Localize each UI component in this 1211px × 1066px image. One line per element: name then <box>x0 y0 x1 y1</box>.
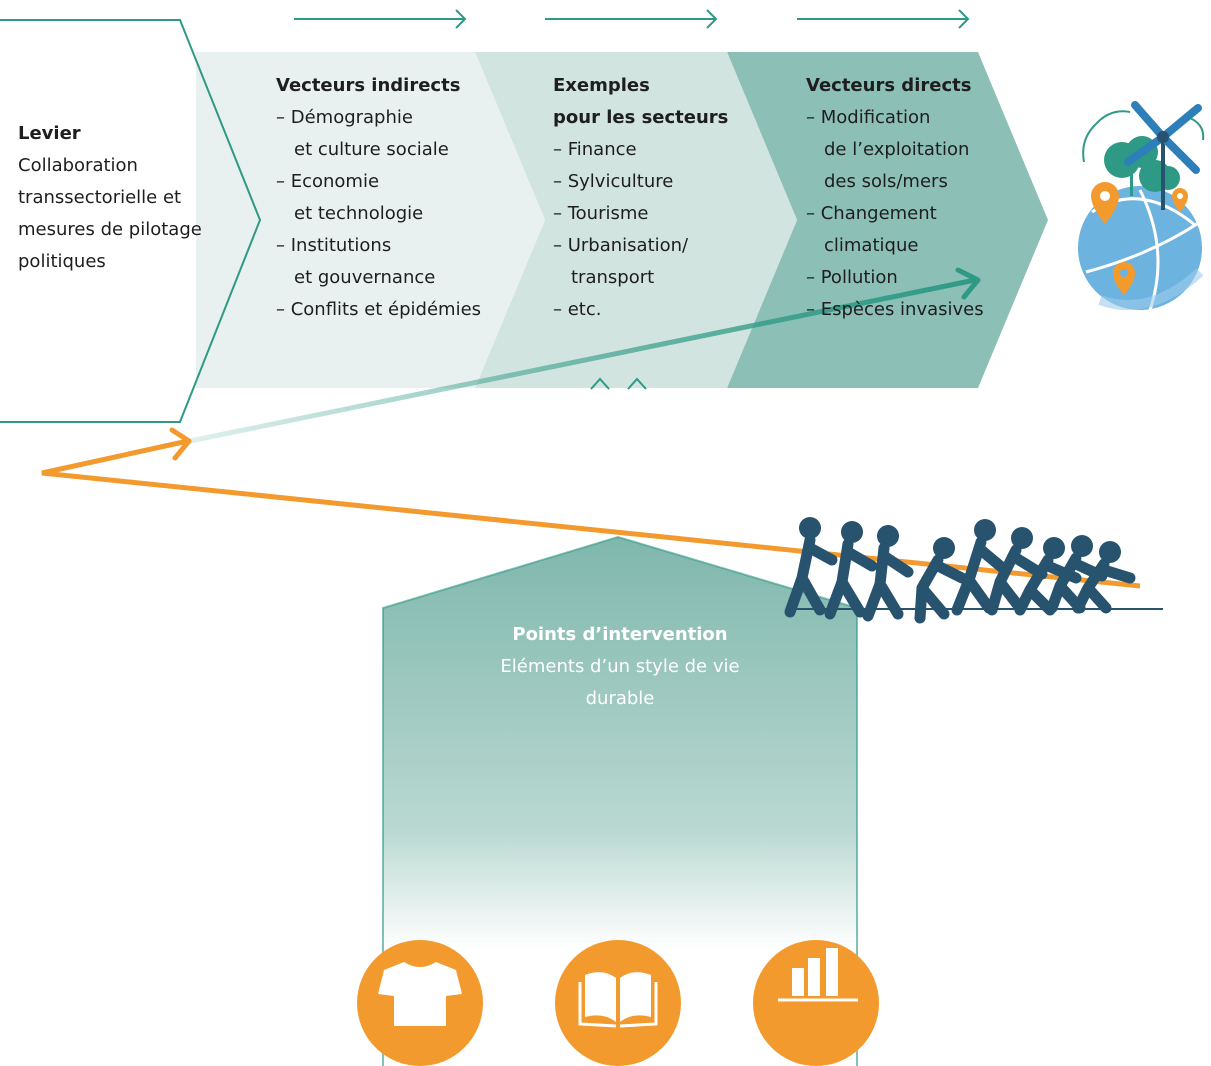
indirect-item: – Economie <box>276 171 380 192</box>
direct-item-cont: des sols/mers <box>824 171 948 192</box>
direct-item: – Modification <box>806 107 931 128</box>
sectors-block: Exemples pour les secteurs – Finance – S… <box>553 70 728 326</box>
sector-item: – Finance <box>553 139 637 160</box>
windmill-icon <box>1082 101 1205 210</box>
indirect-item-cont: et gouvernance <box>294 267 436 288</box>
indirect-drivers-block: Vecteurs indirects – Démographie et cult… <box>276 70 481 326</box>
location-pin-icon <box>1091 182 1188 295</box>
sectors-title-line2: pour les secteurs <box>553 107 729 128</box>
sector-item: – Tourisme <box>553 203 649 224</box>
direct-item-cont: climatique <box>824 235 919 256</box>
sector-item: – Urbanisation/ <box>553 235 689 256</box>
tug-of-war-people-icon <box>784 517 1136 624</box>
indirect-item-cont: et culture sociale <box>294 139 449 160</box>
lever-line: politiques <box>18 251 106 272</box>
indirect-item: – Conflits et épidémies <box>276 299 482 320</box>
intervention-subtitle-line1: Eléments d’un style de vie <box>500 656 740 677</box>
indirect-item: – Institutions <box>276 235 392 256</box>
chevron-direct-drivers <box>727 52 1048 388</box>
chevron-indirect-drivers <box>196 52 545 388</box>
direct-item-cont: de l’exploitation <box>824 139 970 160</box>
indirect-item: – Démographie <box>276 107 413 128</box>
intervention-title: Points d’intervention <box>512 624 728 645</box>
t-shirt-icon <box>357 940 483 1066</box>
sector-item: – etc. <box>553 299 602 320</box>
sector-item-cont: transport <box>571 267 655 288</box>
intervention-house-outline <box>382 535 858 1066</box>
top-arrows <box>294 9 970 29</box>
bar-chart-icon <box>753 940 879 1066</box>
intervention-subtitle-line2: durable <box>585 688 655 709</box>
lever-block: Levier Collaboration transsectorielle et… <box>18 118 202 278</box>
direct-item: – Changement <box>806 203 937 224</box>
lever-outline <box>0 19 262 423</box>
direct-item: – Espèces invasives <box>806 299 984 320</box>
lever-line: Collaboration <box>18 155 138 176</box>
indirect-drivers-title: Vecteurs indirects <box>276 75 461 96</box>
lever-line: mesures de pilotage <box>18 219 202 240</box>
lever-line: transsectorielle et <box>18 187 182 208</box>
open-book-icon <box>555 940 681 1066</box>
intervention-house <box>383 537 857 1066</box>
lever-title: Levier <box>18 123 81 144</box>
orange-lever-arrow <box>41 438 1141 589</box>
direct-drivers-title: Vecteurs directs <box>806 75 972 96</box>
chevron-sectors <box>475 52 797 388</box>
teal-rising-arrow <box>189 277 976 444</box>
sectors-title-line1: Exemples <box>553 75 650 96</box>
sector-item: – Sylviculture <box>553 171 674 192</box>
direct-drivers-block: Vecteurs directs – Modification de l’exp… <box>806 70 984 326</box>
direct-item: – Pollution <box>806 267 898 288</box>
intervention-block: Points d’intervention Eléments d’un styl… <box>383 619 857 715</box>
indirect-item-cont: et technologie <box>294 203 424 224</box>
